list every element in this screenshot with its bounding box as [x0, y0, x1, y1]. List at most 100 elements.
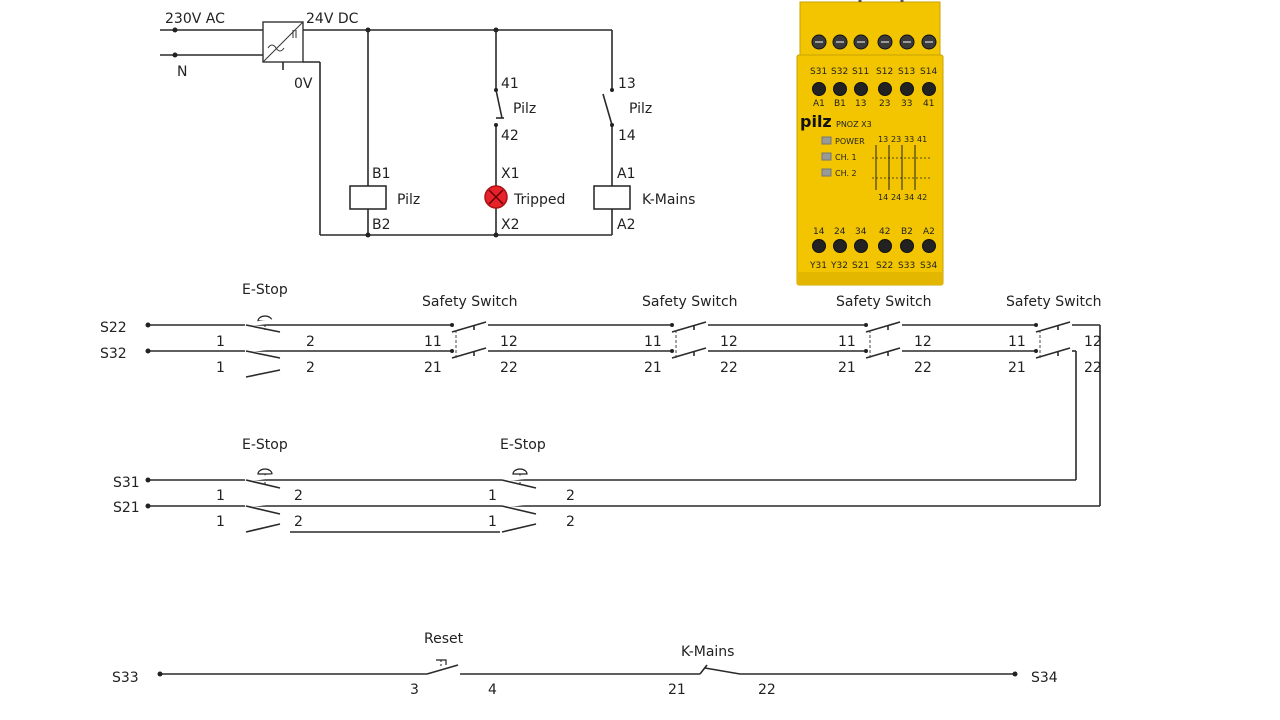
relay-led-label: CH. 2: [835, 169, 857, 178]
estop-3-a: 1: [488, 488, 497, 504]
neutral-label: N: [177, 64, 187, 80]
reset-right: 4: [488, 682, 497, 698]
estop-2-title: E-Stop: [242, 437, 288, 453]
label-s31: S31: [113, 475, 140, 491]
estop-3-c: 1: [488, 514, 497, 530]
kmains-coil-bottom: A2: [617, 217, 635, 233]
reset-left: 3: [410, 682, 419, 698]
estop-2: E-Stop 1 2 1 2: [216, 437, 303, 533]
switch-num-22: 22: [500, 360, 518, 376]
relay-terminal-hole: [833, 239, 847, 253]
reset-title: Reset: [424, 631, 464, 647]
relay-diagram-bottom: 42: [917, 193, 927, 202]
switch-num-22: 22: [720, 360, 738, 376]
estop-1-b: 2: [306, 334, 315, 350]
relay-diagram-top: 41: [917, 135, 927, 144]
relay-led-label: CH. 1: [835, 153, 857, 162]
estop-1-title: E-Stop: [242, 282, 288, 298]
relay-terminal-hole: [900, 239, 914, 253]
estop-2-c: 1: [216, 514, 225, 530]
switch-num-11: 11: [1008, 334, 1026, 350]
relay-top-label: B1: [834, 99, 846, 109]
relay-led-indicator: [821, 136, 832, 145]
safety-switch-title: Safety Switch: [836, 294, 932, 310]
lamp-top: X1: [501, 166, 520, 182]
switch-num-11: 11: [838, 334, 856, 350]
estop-2-b: 2: [294, 488, 303, 504]
relay-top-label: S12: [876, 67, 893, 77]
pilz-coil-name: Pilz: [397, 192, 420, 208]
estop-3-d: 2: [566, 514, 575, 530]
relay-top-label: S14: [920, 67, 937, 77]
switch-num-21: 21: [838, 360, 856, 376]
relay-bottom-label: 14: [813, 227, 825, 237]
pilz-coil-top: B1: [372, 166, 391, 182]
relay-diagram-top: 13: [878, 135, 888, 144]
relay-terminal-hole: [878, 239, 892, 253]
relay-top-label: 41: [923, 99, 934, 109]
relay-top-label: 23: [879, 99, 890, 109]
relay-terminal-hole: [878, 82, 892, 96]
estop-1-a: 1: [216, 334, 225, 350]
relay-terminal-hole: [922, 239, 936, 253]
zero-v-label: 0V: [294, 76, 313, 92]
estop-1-c: 1: [216, 360, 225, 376]
pilz-no-name: Pilz: [629, 101, 652, 117]
switch-num-21: 21: [1008, 360, 1026, 376]
relay-diagram-top: 33: [904, 135, 914, 144]
relay-diagram-top: 23: [891, 135, 901, 144]
pilz-no-top: 13: [618, 76, 636, 92]
kmains-right: 22: [758, 682, 776, 698]
pilz-coil: [349, 185, 387, 210]
relay-bottom-label: 24: [834, 227, 846, 237]
label-s22: S22: [100, 320, 127, 336]
estop-1-d: 2: [306, 360, 315, 376]
estop-2-d: 2: [294, 514, 303, 530]
relay-terminal-hole: [854, 239, 868, 253]
relay-bottom-label: Y31: [809, 261, 827, 271]
relay-bottom-label: S34: [920, 261, 937, 271]
relay-top-label: S11: [852, 67, 869, 77]
switch-num-11: 11: [424, 334, 442, 350]
relay-bottom-label: S21: [852, 261, 869, 271]
channel-2: S31 S21 E-Stop 1 2 1 2 E-Stop: [113, 437, 1100, 533]
relay-terminal-hole: [900, 82, 914, 96]
reset-button: Reset 3 4: [410, 631, 497, 698]
relay-top-label: S32: [831, 67, 848, 77]
relay-top-label: 33: [901, 99, 912, 109]
lamp-bottom: X2: [501, 217, 520, 233]
relay-top-label: S31: [810, 67, 827, 77]
estop-3: E-Stop 1 2 1 2: [488, 437, 575, 533]
relay-model: PNOZ X3: [836, 120, 872, 129]
pilz-nc-name: Pilz: [513, 101, 536, 117]
relay-led-indicator: [821, 168, 832, 177]
tripped-lamp: X1 X2 Tripped: [484, 166, 565, 233]
pilz-no-bottom: 14: [618, 128, 636, 144]
relay-bottom-label: B2: [901, 227, 913, 237]
safety-switch-title: Safety Switch: [1006, 294, 1102, 310]
switch-num-22: 22: [1084, 360, 1102, 376]
pilz-no-contact: 13 14 Pilz: [602, 76, 652, 144]
switch-num-22: 22: [914, 360, 932, 376]
relay-diagram-bottom: 14: [878, 193, 888, 202]
switch-num-21: 21: [424, 360, 442, 376]
pilz-nc-bottom: 42: [501, 128, 519, 144]
safety-switch: Safety Switch 11 12 21 22: [836, 294, 932, 376]
label-s32: S32: [100, 346, 127, 362]
switch-num-12: 12: [914, 334, 932, 350]
safety-switch-title: Safety Switch: [642, 294, 738, 310]
kmains-coil: [593, 185, 631, 210]
relay-terminal-hole: [854, 82, 868, 96]
ac-label: 230V AC: [165, 11, 225, 27]
kmains-nc-contact: K-Mains 21 22: [668, 644, 776, 698]
relay-top-label: S13: [898, 67, 915, 77]
switch-num-12: 12: [720, 334, 738, 350]
label-s21: S21: [113, 500, 140, 516]
relay-led-indicator: [821, 152, 832, 161]
